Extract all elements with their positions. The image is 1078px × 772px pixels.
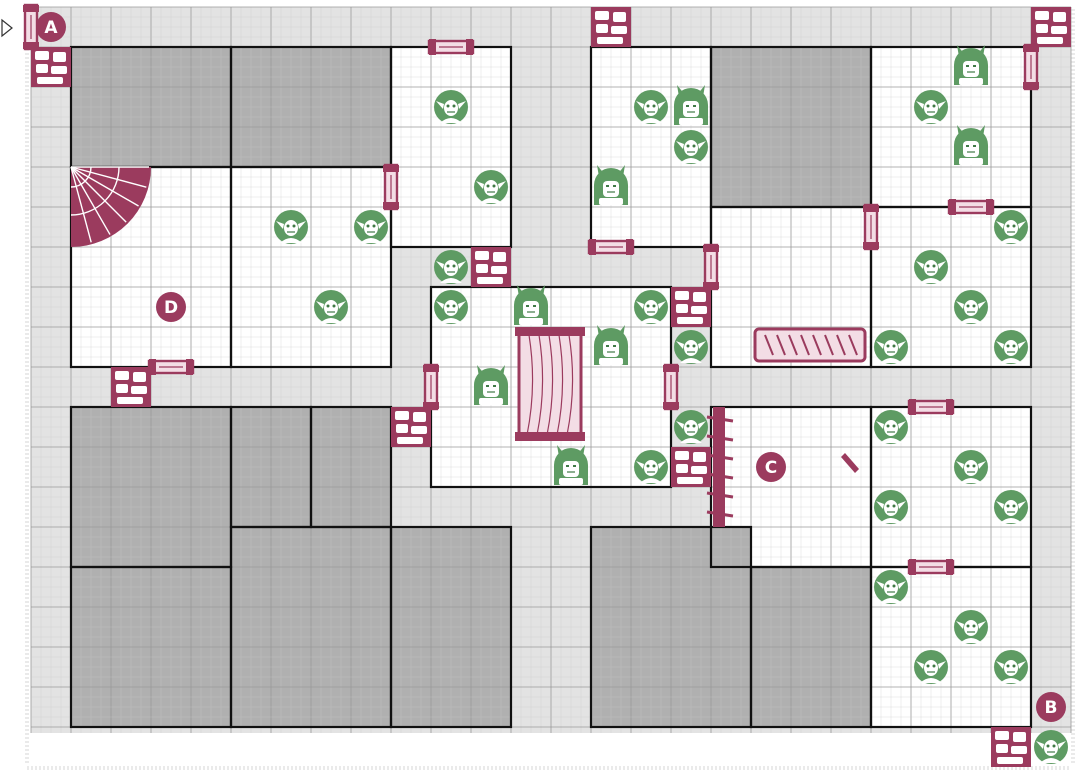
rubble-tile-icon xyxy=(471,247,511,287)
door-icon[interactable] xyxy=(907,559,955,575)
rubble-tile-icon xyxy=(31,47,71,87)
orc-icon[interactable] xyxy=(554,445,588,485)
marker-label: C xyxy=(765,458,777,478)
goblin-icon[interactable] xyxy=(874,490,908,524)
goblin-icon[interactable] xyxy=(634,290,668,324)
furniture-layer xyxy=(70,166,867,527)
orc-icon[interactable] xyxy=(594,325,628,365)
door-icon[interactable] xyxy=(663,363,679,411)
door-icon[interactable] xyxy=(423,363,439,411)
goblin-icon[interactable] xyxy=(874,410,908,444)
marker-b[interactable]: B xyxy=(1036,692,1066,722)
stairs-icon[interactable] xyxy=(70,166,151,247)
goblin-icon[interactable] xyxy=(434,290,468,324)
goblin-icon[interactable] xyxy=(954,290,988,324)
goblin-icon[interactable] xyxy=(674,130,708,164)
goblin-icon[interactable] xyxy=(674,410,708,444)
marker-label: A xyxy=(44,18,58,38)
rubble-tile-icon xyxy=(391,407,431,447)
rubble-tile-icon xyxy=(991,727,1031,767)
rubble-tile-icon xyxy=(111,367,151,407)
door-icon[interactable] xyxy=(863,203,879,251)
goblin-icon[interactable] xyxy=(954,610,988,644)
goblin-icon[interactable] xyxy=(274,210,308,244)
monsters-layer xyxy=(274,45,1068,764)
goblin-icon[interactable] xyxy=(914,90,948,124)
orc-icon[interactable] xyxy=(474,365,508,405)
goblin-icon[interactable] xyxy=(434,90,468,124)
goblin-icon[interactable] xyxy=(914,650,948,684)
door-icon[interactable] xyxy=(147,359,195,375)
table-icon[interactable] xyxy=(515,327,585,441)
orc-icon[interactable] xyxy=(954,125,988,165)
marker-label: D xyxy=(164,298,178,318)
bookcase-icon[interactable] xyxy=(706,407,734,527)
door-icon[interactable] xyxy=(383,163,399,211)
marker-a[interactable]: A xyxy=(36,12,66,42)
goblin-icon[interactable] xyxy=(874,570,908,604)
goblin-icon[interactable] xyxy=(994,650,1028,684)
wall-room-8 xyxy=(229,165,393,369)
markers-layer: A B C D xyxy=(36,12,1066,722)
door-icon[interactable] xyxy=(703,243,719,291)
door-icon[interactable] xyxy=(587,239,635,255)
entry-arrow-icon[interactable] xyxy=(1,18,13,38)
door-icon[interactable] xyxy=(427,39,475,55)
goblin-icon[interactable] xyxy=(434,250,468,284)
goblin-icon[interactable] xyxy=(634,450,668,484)
rubble-tile-icon xyxy=(671,447,711,487)
goblin-icon[interactable] xyxy=(994,330,1028,364)
marker-c[interactable]: C xyxy=(756,452,786,482)
goblin-icon[interactable] xyxy=(1034,730,1068,764)
lever-icon[interactable] xyxy=(841,453,859,473)
goblin-icon[interactable] xyxy=(474,170,508,204)
goblin-icon[interactable] xyxy=(354,210,388,244)
goblin-icon[interactable] xyxy=(874,330,908,364)
goblin-icon[interactable] xyxy=(914,250,948,284)
door-icon[interactable] xyxy=(23,3,39,51)
marker-label: B xyxy=(1045,698,1058,718)
goblin-icon[interactable] xyxy=(674,330,708,364)
goblin-icon[interactable] xyxy=(994,210,1028,244)
goblin-icon[interactable] xyxy=(994,490,1028,524)
door-icon[interactable] xyxy=(907,399,955,415)
orc-icon[interactable] xyxy=(594,165,628,205)
goblin-icon[interactable] xyxy=(954,450,988,484)
doors-layer xyxy=(23,3,1039,575)
door-icon[interactable] xyxy=(1023,43,1039,91)
rubble-tile-icon xyxy=(591,7,631,47)
orc-icon[interactable] xyxy=(954,45,988,85)
marker-d[interactable]: D xyxy=(156,292,186,322)
rubble-tile-icon xyxy=(1031,7,1071,47)
weapon-rack-icon[interactable] xyxy=(753,327,867,363)
door-icon[interactable] xyxy=(947,199,995,215)
orc-icon[interactable] xyxy=(514,285,548,325)
wall-room-19 xyxy=(389,525,513,729)
goblin-icon[interactable] xyxy=(314,290,348,324)
rubble-tile-icon xyxy=(671,287,711,327)
orc-icon[interactable] xyxy=(674,85,708,125)
goblin-icon[interactable] xyxy=(634,90,668,124)
rubble-layer xyxy=(31,7,1071,767)
